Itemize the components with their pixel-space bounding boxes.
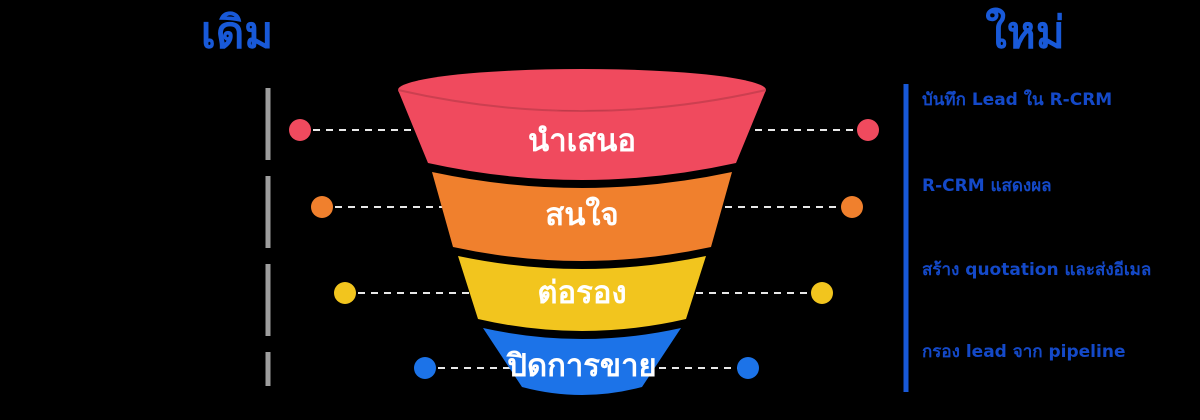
new-dot-stage-3 [811,282,833,304]
new-dot-stage-4 [737,357,759,379]
funnel-stage-2-shape [432,172,732,261]
funnel-stage-1-shape [398,90,766,180]
note-stage-1: บันทึก Lead ใน R-CRM [922,89,1112,110]
old-dot-stage-3 [334,282,356,304]
old-dot-stage-2 [311,196,333,218]
funnel-stage-2-label: สนใจ [545,196,618,233]
new-process-notes: บันทึก Lead ใน R-CRM R-CRM แสดงผล สร้าง … [922,89,1151,362]
old-side-dots [289,119,436,379]
funnel-top-rim [398,69,766,111]
new-column-title: ใหม่ [985,7,1065,59]
funnel-stage-3-label: ต่อรอง [537,275,626,311]
new-side-dots [737,119,879,379]
funnel-top-rim-edge [397,89,767,112]
funnel-stage-3-shape [458,256,706,331]
new-dot-stage-2 [841,196,863,218]
note-stage-3: สร้าง quotation และส่งอีเมล [922,259,1151,280]
funnel: นำเสนอ สนใจ ต่อรอง ปิดการขาย [397,69,767,395]
funnel-stage-1-label: นำเสนอ [528,123,636,159]
note-stage-2: R-CRM แสดงผล [922,176,1052,196]
old-column-title: เดิม [201,8,274,59]
funnel-stage-4-label: ปิดการขาย [506,348,657,384]
old-dot-stage-4 [414,357,436,379]
note-stage-4: กรอง lead จาก pipeline [922,342,1125,362]
new-dot-stage-1 [857,119,879,141]
old-dot-stage-1 [289,119,311,141]
funnel-stage-4-shape [483,328,681,395]
